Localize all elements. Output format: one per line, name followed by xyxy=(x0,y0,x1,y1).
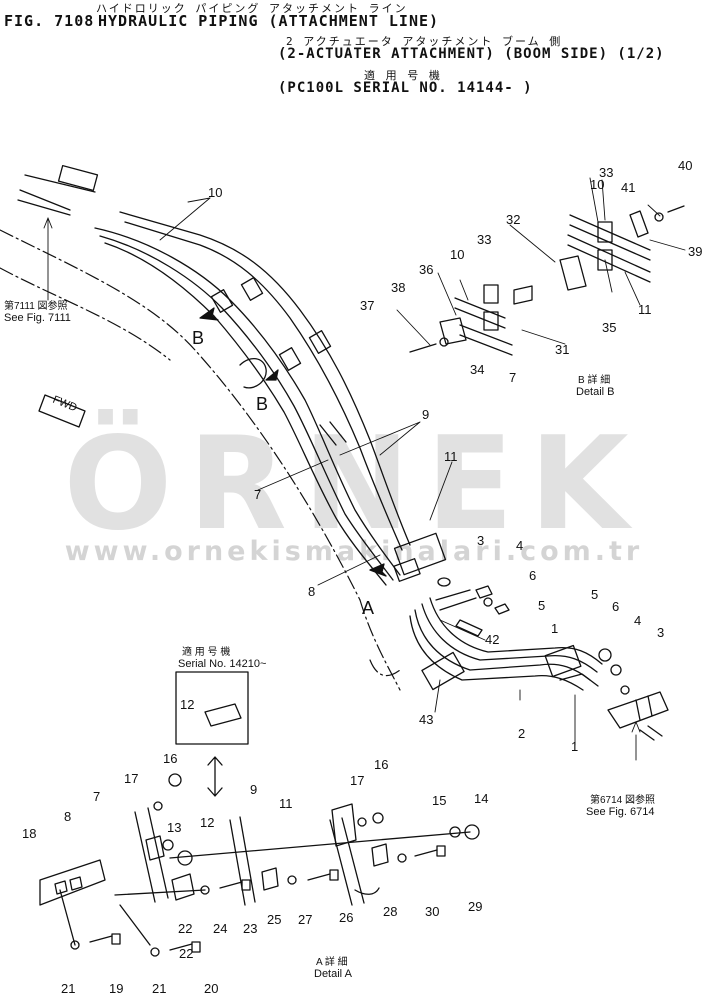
callout: 21 xyxy=(61,981,76,996)
leader-lines xyxy=(43,177,686,761)
callout: 37 xyxy=(360,298,375,313)
view-markers xyxy=(38,307,387,577)
callout: 4 xyxy=(516,538,524,553)
callout: 19 xyxy=(109,981,124,996)
view-b-label: B xyxy=(256,394,269,414)
callout: 33 xyxy=(599,165,614,180)
callout: 16 xyxy=(374,757,389,772)
jp-subtitle: 2 アクチュエータ アタッチメント ブーム 側 xyxy=(286,35,563,48)
callout: 8 xyxy=(64,809,72,824)
callout: 42 xyxy=(485,632,500,647)
callout: 1 xyxy=(551,621,559,636)
view-a-label: A xyxy=(362,598,375,618)
callout: 3 xyxy=(657,625,665,640)
callout: 9 xyxy=(422,407,430,422)
figure-title: HYDRAULIC PIPING (ATTACHMENT LINE) xyxy=(98,12,440,30)
detail-a-parts xyxy=(39,773,480,957)
lower-pipes xyxy=(409,597,603,691)
callout: 11 xyxy=(444,449,458,464)
detail-a-caption: Detail A xyxy=(314,968,352,980)
upper-pipes xyxy=(17,164,411,586)
callout: 8 xyxy=(308,584,316,599)
detail-b-jp: B 詳 細 xyxy=(578,375,611,386)
callout: 34 xyxy=(470,362,485,377)
callout: 32 xyxy=(506,212,521,227)
callout: 18 xyxy=(22,826,37,841)
callout: 5 xyxy=(591,587,599,602)
callout: 39 xyxy=(688,244,703,259)
callout: 11 xyxy=(638,302,652,317)
callout: 2 xyxy=(518,726,526,741)
callout: 28 xyxy=(383,904,398,919)
figure-subtitle: (2-ACTUATER ATTACHMENT) (BOOM SIDE) (1/2… xyxy=(278,46,665,62)
ref-7111-jp: 第7111 図参照 xyxy=(4,301,68,312)
callout: 9 xyxy=(250,782,258,797)
callout: 7 xyxy=(254,487,262,502)
callout: 26 xyxy=(339,910,354,925)
callout: 20 xyxy=(204,981,219,996)
detail-b-parts xyxy=(409,205,685,356)
boom-outline xyxy=(0,229,401,691)
callout: 21 xyxy=(152,981,167,996)
fitting-block xyxy=(393,532,477,611)
callout: 1 xyxy=(571,739,579,754)
jp-serial: 適 用 号 機 xyxy=(364,69,442,82)
callout: 27 xyxy=(298,912,313,927)
serial-note: Serial No. 14210~ xyxy=(178,658,267,670)
callout: 5 xyxy=(538,598,546,613)
callout: 40 xyxy=(678,158,693,173)
callout: 16 xyxy=(163,751,178,766)
callout: 17 xyxy=(350,773,365,788)
jp-title: ハイドロリック パイピング アタッチメント ライン xyxy=(96,2,408,15)
callout: 12 xyxy=(200,815,215,830)
callout: 29 xyxy=(468,899,483,914)
callout: 43 xyxy=(419,712,434,727)
callout: 6 xyxy=(529,568,537,583)
ref-6714-jp: 第6714 図参照 xyxy=(590,795,656,806)
ref-6714: See Fig. 6714 xyxy=(586,806,655,818)
callout: 23 xyxy=(243,921,258,936)
callout: 10 xyxy=(208,185,223,200)
callout: 10 xyxy=(590,177,605,192)
detail-a-jp: A 詳 細 xyxy=(316,957,348,968)
callout: 4 xyxy=(634,613,642,628)
figure-number: FIG. 7108 xyxy=(4,12,95,30)
right-fittings xyxy=(598,648,669,741)
callout: 12 xyxy=(180,697,195,712)
serial-range: (PC100L SERIAL NO. 14144- ) xyxy=(278,80,533,96)
callout: 33 xyxy=(477,232,492,247)
callout: 31 xyxy=(555,342,570,357)
callout: 25 xyxy=(267,912,282,927)
callout: 17 xyxy=(124,771,139,786)
callout: 36 xyxy=(419,262,434,277)
callout: 30 xyxy=(425,904,440,919)
callout: 41 xyxy=(621,180,636,195)
ref-7111: See Fig. 7111 xyxy=(4,312,71,324)
callout: 7 xyxy=(509,370,517,385)
callout: 3 xyxy=(477,533,485,548)
serial-note-jp: 適 用 号 機 xyxy=(182,647,231,658)
callout: 7 xyxy=(93,789,101,804)
view-b-arrow-label: B xyxy=(192,328,205,348)
serial-inset xyxy=(175,671,249,797)
callout: 38 xyxy=(391,280,406,295)
callout: 22 xyxy=(179,946,194,961)
callout: 24 xyxy=(213,921,228,936)
callout: 14 xyxy=(474,791,489,806)
centre-parts xyxy=(437,577,510,637)
callout: 15 xyxy=(432,793,447,808)
detail-b-caption: Detail B xyxy=(576,386,615,398)
callout: 11 xyxy=(279,796,293,811)
callout: 35 xyxy=(602,320,617,335)
callout: 10 xyxy=(450,247,465,262)
callout: 13 xyxy=(167,820,182,835)
callout: 6 xyxy=(612,599,620,614)
callout: 22 xyxy=(178,921,193,936)
